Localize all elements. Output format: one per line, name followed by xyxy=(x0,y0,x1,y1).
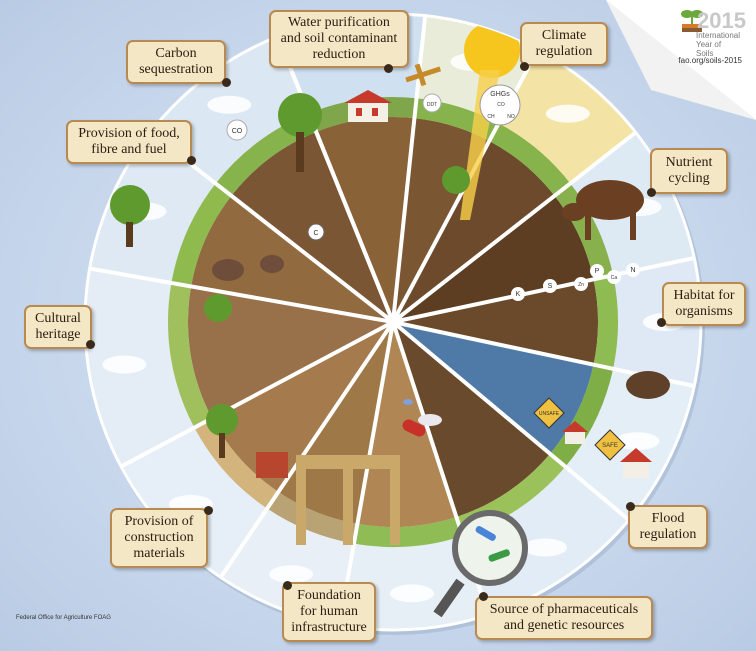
house-icon xyxy=(344,90,392,122)
wedge-divider xyxy=(109,320,394,474)
wedge-divider xyxy=(85,264,394,324)
zn-tag: Zn xyxy=(578,282,584,288)
anchor-dot xyxy=(86,340,95,349)
ghgs-tag: GHGs xyxy=(490,91,510,98)
n2o-tag: NO xyxy=(507,114,515,120)
cloud-icon xyxy=(207,95,252,114)
wedge-ground xyxy=(171,183,232,287)
cloud-icon xyxy=(389,584,434,603)
logo-year: 2015 xyxy=(697,8,746,33)
page-curl-corner xyxy=(606,0,756,120)
anchor-dot xyxy=(647,188,656,197)
logo-text: International Year of Soils xyxy=(696,31,741,58)
anchor-dot xyxy=(479,592,488,601)
cloud-icon xyxy=(523,538,568,557)
unsafe-sign: UNSAFE xyxy=(539,411,560,417)
ddt-tag: DDT xyxy=(427,102,437,108)
wedge-soil xyxy=(393,195,594,322)
cloud-icon xyxy=(102,355,147,374)
anchor-dot xyxy=(626,502,635,511)
k-tag: K xyxy=(516,291,521,298)
wedge-ground xyxy=(267,491,358,544)
wedge-ground xyxy=(194,418,279,509)
cow-icon xyxy=(562,180,644,240)
wedge-divider xyxy=(391,320,640,530)
label-climate-regulation: Climate regulation xyxy=(520,22,608,66)
cloud-icon xyxy=(269,565,314,584)
wedge-soil xyxy=(393,118,490,322)
label-nutrient-cycling: Nutrient cycling xyxy=(650,148,728,194)
cloud-icon xyxy=(545,104,590,123)
p-tag: P xyxy=(595,268,600,275)
cloud-icon xyxy=(615,432,660,451)
label-food-fibre-fuel: Provision of food, fibre and fuel xyxy=(66,120,192,164)
wedge-divider xyxy=(271,24,395,323)
brick-wall-icon xyxy=(256,452,288,478)
co-tag: CO xyxy=(232,128,243,135)
sheep-icon xyxy=(212,255,284,281)
co2-tag: CO xyxy=(497,102,505,108)
n-tag: N xyxy=(630,267,635,274)
anchor-dot xyxy=(657,318,666,327)
magnifying-glass-icon xyxy=(433,510,528,618)
tree-icon xyxy=(110,93,470,458)
label-foundation-infrastructure: Foundation for human infrastructure xyxy=(282,582,376,642)
crop-duster-plane-icon xyxy=(405,63,442,87)
aqueduct-arches-icon xyxy=(296,455,400,545)
label-pharmaceuticals-genetic: Source of pharmaceuticals and genetic re… xyxy=(475,596,653,640)
anchor-dot xyxy=(187,156,196,165)
sun-icon xyxy=(464,22,520,78)
anchor-dot xyxy=(384,64,393,73)
wedge-ground xyxy=(593,275,618,369)
wedge-soil xyxy=(316,116,415,322)
label-carbon-sequestration: Carbon sequestration xyxy=(126,40,226,84)
pill-icon xyxy=(402,399,442,437)
wedge-soil xyxy=(393,140,555,322)
label-construction-materials: Provision of construction materials xyxy=(110,508,208,568)
ca-tag: Ca xyxy=(611,275,618,281)
label-habitat-organisms: Habitat for organisms xyxy=(662,282,746,326)
anchor-dot xyxy=(283,581,292,590)
wedge-soil xyxy=(188,286,393,419)
ch4-tag: CH xyxy=(487,114,495,120)
s-tag: S xyxy=(548,283,553,290)
wedge-soil xyxy=(191,195,393,322)
wedge-soil xyxy=(393,322,551,517)
logo-plant-icon xyxy=(680,6,704,34)
wedge-divider xyxy=(391,123,647,324)
label-water-purification: Water purification and soil contaminant … xyxy=(269,10,409,68)
wedge-divider xyxy=(212,320,395,589)
wedge-ground xyxy=(489,123,571,196)
wedge-ground xyxy=(353,516,463,547)
mole-icon xyxy=(626,371,670,399)
carbon-tag: C xyxy=(313,230,318,237)
safe-sign: SAFE xyxy=(602,443,618,449)
anchor-dot xyxy=(204,506,213,515)
anchor-dot xyxy=(520,62,529,71)
label-cultural-heritage: Cultural heritage xyxy=(24,305,92,349)
anchor-dot xyxy=(222,78,231,87)
wedge-divider xyxy=(391,14,429,323)
wedge-soil xyxy=(211,322,393,492)
logo-url: fao.org/soils-2015 xyxy=(678,56,742,65)
credit-text: Federal Office for Agriculture FOAG xyxy=(16,615,111,621)
wedge-ground xyxy=(168,282,212,428)
label-flood-regulation: Flood regulation xyxy=(628,505,708,549)
flood-house-icon xyxy=(562,421,652,478)
wedge-soil xyxy=(393,279,599,365)
